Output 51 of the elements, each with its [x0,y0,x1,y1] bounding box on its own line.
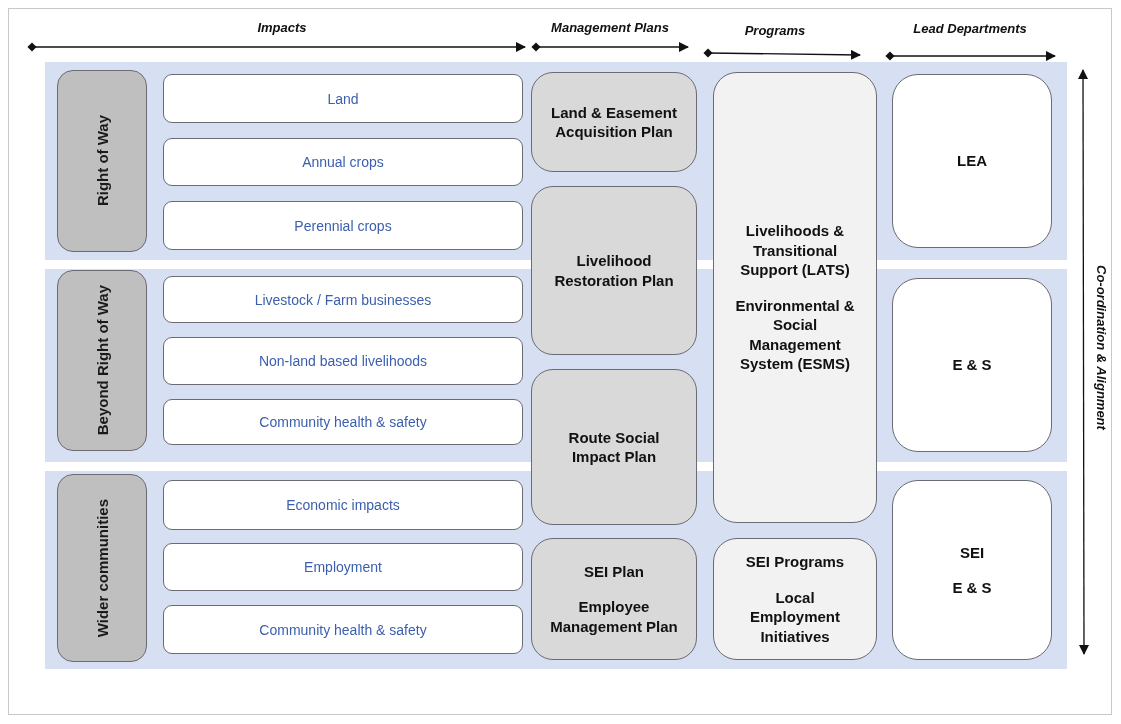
impact-label: Community health & safety [259,621,427,638]
impact-label: Livestock / Farm businesses [254,291,432,308]
impact-box [163,605,523,654]
category-label: Beyond Right of Way [93,285,111,436]
plan-label: Route Social Impact Plan [567,427,661,467]
impact-box [163,201,523,250]
impact-box [163,74,523,123]
department-label: LEA [956,151,988,171]
column-heading: Lead Departments [913,21,1027,36]
impact-box [163,399,523,445]
plan-box [531,538,697,660]
category-box [57,474,147,662]
department-box [892,74,1052,248]
impact-box [163,276,523,323]
impact-box [163,337,523,385]
impact-label: Employment [304,559,382,575]
impact-label: Annual crops [302,154,384,170]
impact-label: Perennial crops [294,217,392,234]
program-label: Livelihoods & Transitional Support (LATS) [739,221,851,280]
program-label: SEI Programs [744,552,846,572]
impact-label: Economic impacts [286,497,400,513]
program-box [713,538,877,660]
impact-box [163,138,523,186]
column-heading: Management Plans [551,20,669,35]
plan-box [531,186,697,355]
impact-label: Non-land based livelihoods [258,353,428,369]
column-heading: Programs [744,23,806,38]
impact-box [163,480,523,530]
plan-label: SEI Plan [583,561,645,582]
program-label: Environmental & Social Management System (ESMS) [734,295,856,374]
category-label: Right of Way [93,115,111,207]
plan-label: Employee Management Plan [549,597,679,637]
department-label: E & S [951,355,993,375]
plan-box [531,72,697,172]
department-label: E & S [951,578,993,598]
impact-label: Land [327,90,359,107]
column-heading: Impacts [257,20,307,35]
plan-label: Livelihood Restoration Plan [553,251,675,290]
impact-label: Community health & safety [259,414,427,430]
axis-heading: Co-ordination & Alignment [1094,265,1109,430]
department-label: SEI [958,542,986,562]
plan-label: Land & Easement Acquisition Plan [550,102,678,142]
department-box [892,278,1052,452]
department-box [892,480,1052,660]
impact-box [163,543,523,591]
program-box [713,72,877,523]
category-box [57,270,147,451]
plan-box [531,369,697,525]
category-label: Wider communities [93,498,111,638]
category-box [57,70,147,252]
program-label: Local Employment Initiatives [749,587,841,646]
